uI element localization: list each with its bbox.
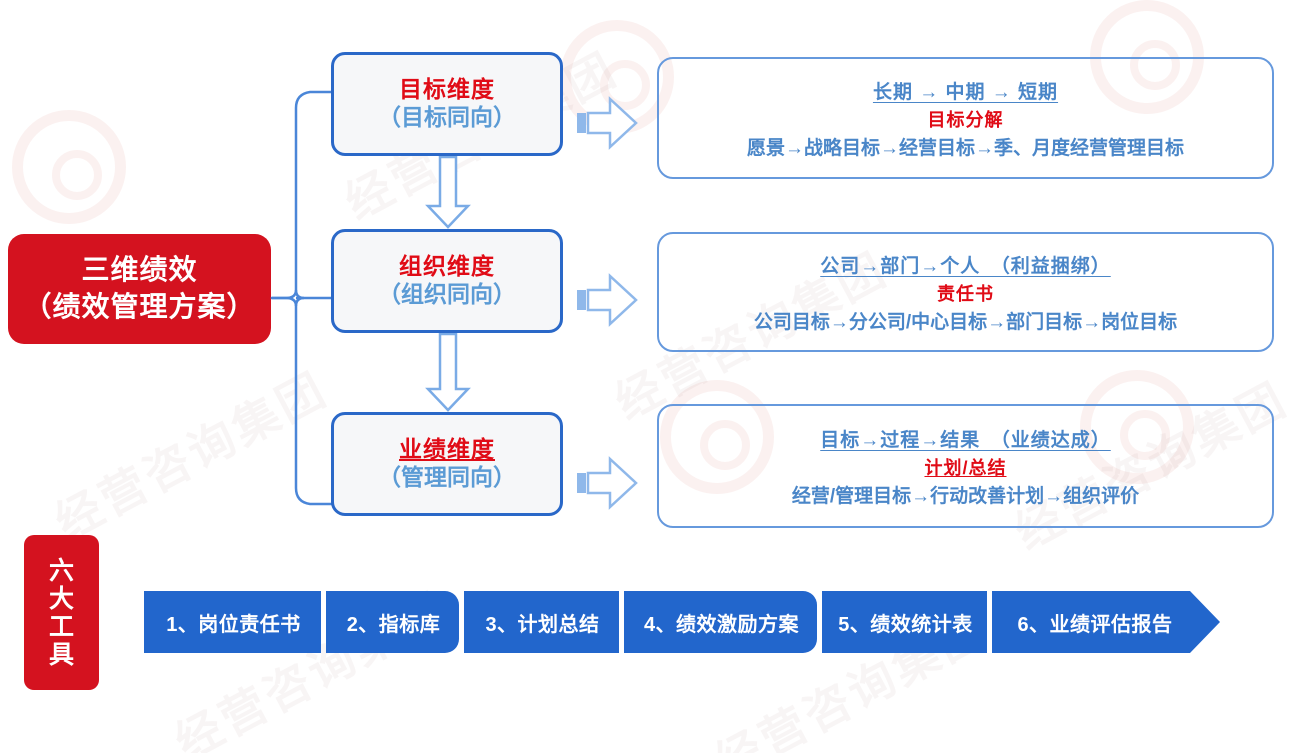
tool-segment-4[interactable]: 4、绩效激励方案 — [624, 591, 817, 653]
tools-label-char: 工 — [48, 612, 74, 641]
dimension-subtitle: （组织同向） — [378, 281, 516, 308]
watermark-ring-icon — [12, 110, 126, 224]
tool-segment-label: 5、绩效统计表 — [838, 613, 973, 636]
tool-segment-label: 3、计划总结 — [485, 613, 600, 636]
down-arrow-icon — [418, 155, 478, 235]
right-arrow-icon — [576, 455, 638, 511]
content-panel-goal[interactable]: 长期 → 中期 → 短期 目标分解 愿景→战略目标→经营目标→季、月度经营管理目… — [657, 57, 1274, 179]
dimension-title: 业绩维度 — [399, 435, 495, 462]
master-title-box: 三维绩效 （绩效管理方案） — [8, 234, 271, 344]
dimension-box-performance[interactable]: 业绩维度 （管理同向） — [331, 412, 563, 516]
six-tools-label: 六 大 工 具 — [24, 535, 99, 690]
panel-line-detail: 公司目标→分公司/中心目标→部门目标→岗位目标 — [753, 311, 1178, 333]
content-panel-organization[interactable]: 公司→部门→个人 （利益捆绑） 责任书 公司目标→分公司/中心目标→部门目标→岗… — [657, 232, 1274, 352]
dimension-title: 组织维度 — [399, 252, 495, 279]
right-arrow-icon — [576, 272, 638, 328]
dimension-box-goal[interactable]: 目标维度 （目标同向） — [331, 52, 563, 156]
tool-segment-label: 4、绩效激励方案 — [643, 613, 800, 636]
panel-line-flow: 公司→部门→个人 （利益捆绑） — [820, 255, 1111, 277]
right-arrow-icon — [576, 95, 638, 151]
dimension-box-organization[interactable]: 组织维度 （组织同向） — [331, 229, 563, 333]
tool-segment-label: 2、指标库 — [346, 613, 441, 636]
panel-line-detail: 经营/管理目标→行动改善计划→组织评价 — [791, 485, 1140, 507]
master-title-line2: （绩效管理方案） — [23, 291, 256, 322]
panel-line-heading: 责任书 — [937, 283, 994, 304]
tool-segment-label: 6、业绩评估报告 — [1017, 613, 1173, 636]
tools-label-char: 具 — [48, 640, 74, 669]
dimension-subtitle: （目标同向） — [378, 104, 516, 131]
dimension-subtitle: （管理同向） — [378, 464, 516, 491]
down-arrow-icon — [418, 332, 478, 418]
master-title-line1: 三维绩效 — [81, 254, 198, 286]
panel-line-heading: 目标分解 — [927, 109, 1004, 130]
tool-segment-3[interactable]: 3、计划总结 — [464, 591, 619, 653]
tool-segment-label: 1、岗位责任书 — [166, 613, 301, 636]
content-panel-performance[interactable]: 目标→过程→结果 （业绩达成） 计划/总结 经营/管理目标→行动改善计划→组织评… — [657, 404, 1274, 528]
panel-line-heading: 计划/总结 — [924, 457, 1007, 478]
tool-segment-1[interactable]: 1、岗位责任书 — [144, 591, 321, 653]
tool-segment-6[interactable]: 6、业绩评估报告 — [992, 591, 1220, 653]
panel-line-flow: 长期 → 中期 → 短期 — [872, 81, 1059, 103]
tools-label-char: 大 — [48, 584, 74, 613]
tool-segment-5[interactable]: 5、绩效统计表 — [822, 591, 987, 653]
tools-label-char: 六 — [48, 556, 74, 585]
dimension-title: 目标维度 — [399, 75, 495, 102]
bracket-connector — [270, 78, 340, 523]
panel-line-flow: 目标→过程→结果 （业绩达成） — [820, 429, 1111, 451]
panel-line-detail: 愿景→战略目标→经营目标→季、月度经营管理目标 — [746, 137, 1184, 159]
tool-segment-2[interactable]: 2、指标库 — [326, 591, 459, 653]
